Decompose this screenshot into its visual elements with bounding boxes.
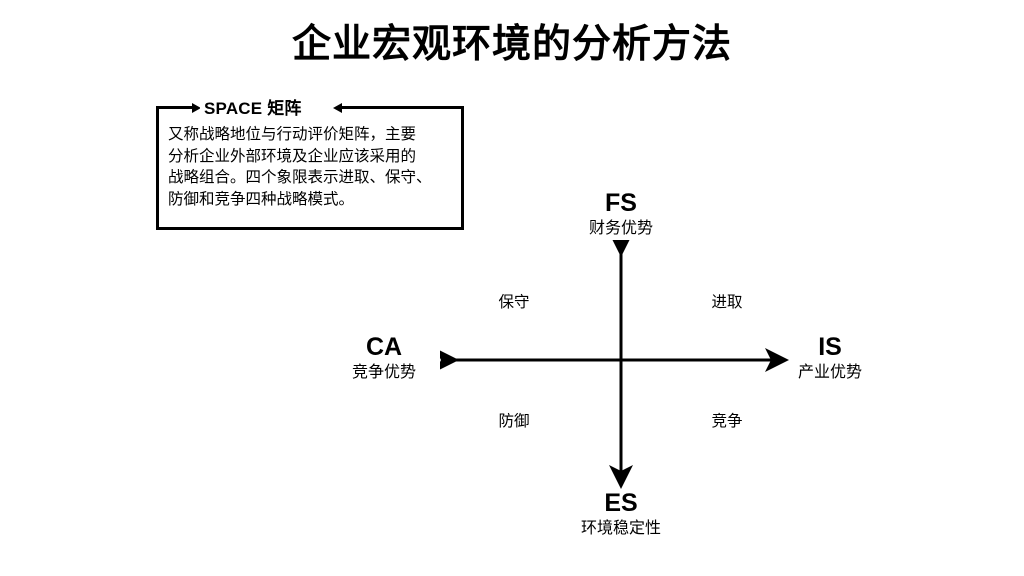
arrow-right-icon xyxy=(192,102,201,113)
axis-code-fs: FS xyxy=(605,189,637,217)
callout-body-line: 又称战略地位与行动评价矩阵，主要 xyxy=(168,126,417,143)
callout-border-right xyxy=(461,106,464,230)
axis-code-ca: CA xyxy=(365,333,403,361)
axis-label-es: ES 环境稳定性 xyxy=(521,488,721,540)
arrow-left-icon xyxy=(333,102,342,113)
axis-code-es: ES xyxy=(604,489,638,517)
callout-body-line: 战略组合。四个象限表示进取、保守、 xyxy=(168,169,432,186)
callout-border-left xyxy=(156,106,159,230)
quadrant-label-top-left: 保守 xyxy=(498,294,530,311)
quadrant-label-top-right: 进取 xyxy=(711,294,743,311)
matrix-axes-svg xyxy=(440,240,789,489)
axis-name-ca: 竞争优势 xyxy=(351,364,416,381)
callout-border-bottom xyxy=(156,227,464,230)
axis-name-fs: 财务优势 xyxy=(588,220,653,237)
callout-border-top-left xyxy=(156,106,192,109)
quadrant-label-bottom-left: 防御 xyxy=(498,413,530,430)
callout-body-line: 分析企业外部环境及企业应该采用的 xyxy=(168,147,417,165)
page-title: 企业宏观环境的分析方法 xyxy=(291,23,732,66)
callout-border-top-right xyxy=(342,106,464,109)
callout-body: 又称战略地位与行动评价矩阵，主要 分析企业外部环境及企业应该采用的 战略组合。四… xyxy=(168,124,454,210)
callout-title: SPACE 矩阵 xyxy=(200,94,306,119)
axis-code-is: IS xyxy=(818,333,842,361)
quadrant-label-bottom-right: 竞争 xyxy=(711,413,743,430)
axis-label-ca: CA 竞争优势 xyxy=(284,332,484,384)
axis-label-is: IS 产业优势 xyxy=(730,332,930,384)
axis-name-es: 环境稳定性 xyxy=(580,520,661,537)
axis-name-is: 产业优势 xyxy=(797,364,862,381)
space-matrix-callout: SPACE 矩阵 又称战略地位与行动评价矩阵，主要 分析企业外部环境及企业应该采… xyxy=(156,94,464,230)
callout-body-line: 防御和竞争四种战略模式。 xyxy=(168,190,355,208)
axis-label-fs: FS 财务优势 xyxy=(521,188,721,240)
